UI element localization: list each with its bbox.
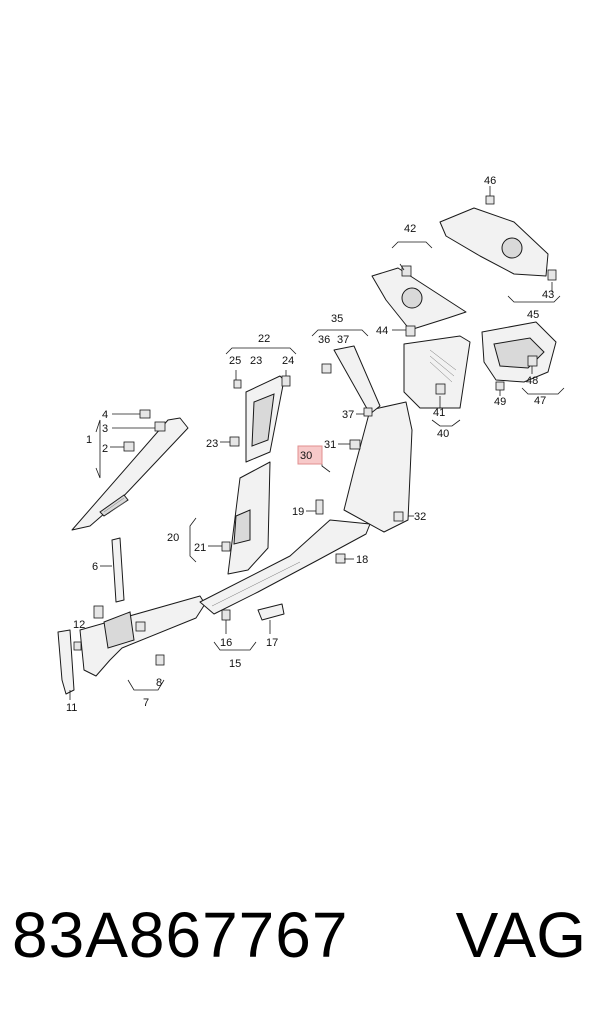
highlight-box-30 (297, 445, 323, 465)
callout-label: 32 (414, 511, 426, 523)
callout-label: 25 (229, 355, 241, 367)
callout-label: 35 (331, 313, 343, 325)
callout-label: 8 (156, 677, 162, 689)
callout-label: 4 (102, 409, 108, 421)
clip-3 (154, 421, 166, 432)
clip-43b (547, 269, 557, 281)
callout-label: 23 (206, 438, 218, 450)
clip-43a (401, 265, 412, 277)
clip-18 (335, 553, 346, 564)
callout-label: 44 (376, 325, 388, 337)
clip-36 (321, 363, 332, 374)
callout-label: 16 (220, 637, 232, 649)
callout-label: 23 (250, 355, 262, 367)
clip-48 (527, 355, 538, 367)
callout-label: 21 (194, 542, 206, 554)
callout-label: 7 (143, 697, 149, 709)
clip-32 (393, 511, 404, 522)
a-pillar-trim (71, 417, 189, 531)
callout-label: 30 (300, 450, 312, 462)
centre-sill-trim (199, 519, 371, 615)
brand-name: VAG (455, 899, 586, 971)
clip-49 (495, 381, 505, 391)
bracket-11 (57, 629, 75, 695)
rear-panel-trim (439, 207, 549, 277)
screw-19 (315, 499, 324, 515)
callout-labels: 1 2 3 4 6 7 8 11 12 15 16 17 18 19 20 21… (66, 175, 554, 714)
front-sill-trim (79, 595, 206, 677)
callout-label: 6 (92, 561, 98, 573)
callout-label: 12 (73, 619, 85, 631)
callout-label: 40 (437, 428, 449, 440)
callout-label: 22 (258, 333, 270, 345)
clip-23a (229, 436, 240, 447)
callout-label: 3 (102, 423, 108, 435)
clip-10 (93, 605, 104, 619)
clip-46 (485, 195, 495, 205)
c-pillar-lower-trim (343, 401, 413, 533)
callout-label: 1 (86, 434, 92, 446)
luggage-side-trim (403, 335, 471, 409)
callout-label: 18 (356, 554, 368, 566)
clip-16 (221, 609, 231, 621)
clip-4 (139, 409, 151, 419)
trim-strip-6 (111, 537, 125, 603)
callout-label: 37 (342, 409, 354, 421)
clip-31 (349, 439, 361, 450)
callout-label: 41 (433, 407, 445, 419)
footer-bar: 83A867767 VAG (0, 880, 600, 990)
callout-label: 47 (534, 395, 546, 407)
clip-41 (435, 383, 446, 395)
clip-8 (155, 654, 165, 666)
callout-label: 36 (318, 334, 330, 346)
clip-24 (281, 375, 291, 387)
callout-label: 19 (292, 506, 304, 518)
callout-label: 11 (66, 702, 77, 714)
clip-12 (73, 641, 82, 651)
callout-label: 17 (266, 637, 278, 649)
callout-label: 42 (404, 223, 416, 235)
callout-label: 2 (102, 443, 108, 455)
callout-label: 48 (526, 375, 538, 387)
c-pillar-upper-trim (333, 345, 381, 415)
callout-label: 31 (324, 439, 336, 451)
parts-exploded-diagram: 1 2 3 4 6 7 8 11 12 15 16 17 18 19 20 21… (57, 175, 565, 714)
callout-label: 15 (229, 658, 241, 670)
leader-lines (69, 186, 565, 700)
clip-2 (123, 441, 135, 452)
callout-label: 43 (542, 289, 554, 301)
clip-17 (257, 603, 285, 621)
callout-label: 49 (494, 396, 506, 408)
part-number: 83A867767 (12, 899, 349, 971)
clip-25 (233, 379, 242, 389)
callout-label: 20 (167, 532, 179, 544)
callout-label: 37 (337, 334, 349, 346)
clip-44 (405, 325, 416, 337)
callout-label: 46 (484, 175, 496, 187)
callout-label: 24 (282, 355, 294, 367)
callout-label: 45 (527, 309, 539, 321)
clip-9 (135, 621, 146, 632)
clip-21 (221, 541, 231, 552)
clip-37 (363, 407, 373, 417)
